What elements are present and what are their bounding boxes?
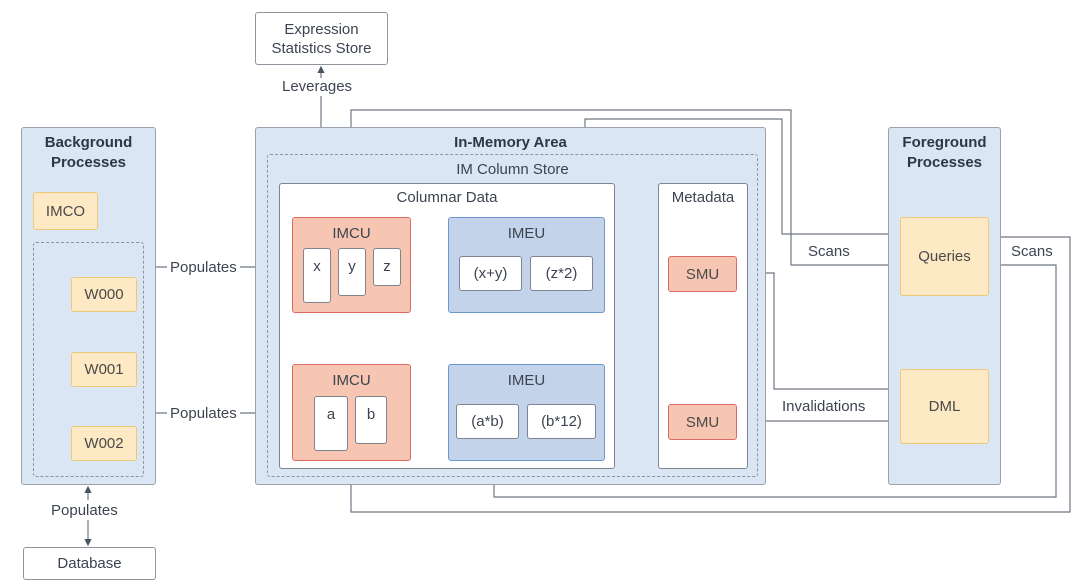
smu-1: SMU bbox=[668, 256, 737, 292]
background-processes-title: Background Processes bbox=[44, 134, 133, 171]
smu-label: SMU bbox=[685, 265, 720, 283]
scans-label-left: Scans bbox=[806, 243, 852, 261]
worker-w002: W002 bbox=[71, 426, 137, 461]
column-x: x bbox=[303, 248, 331, 303]
column-a: a bbox=[314, 396, 348, 451]
foreground-processes-title: Foreground Processes bbox=[902, 134, 987, 171]
worker-label: W000 bbox=[84, 286, 124, 303]
populates-label-1: Populates bbox=[167, 259, 240, 277]
invalidations-line-1 bbox=[766, 272, 902, 390]
smu-label: SMU bbox=[685, 413, 720, 431]
worker-group bbox=[33, 242, 144, 477]
column-y: y bbox=[338, 248, 366, 296]
worker-w001: W001 bbox=[71, 352, 137, 387]
smu-2: SMU bbox=[668, 404, 737, 440]
imcu-1-title: IMCU bbox=[332, 225, 371, 242]
column-b: b bbox=[355, 396, 387, 444]
expression-statistics-store: Expression Statistics Store bbox=[255, 12, 388, 65]
dml-label: DML bbox=[928, 398, 961, 415]
expression-a-times-b: (a*b) bbox=[456, 404, 519, 439]
imcu-2-title: IMCU bbox=[332, 372, 371, 389]
database-label: Database bbox=[57, 555, 122, 572]
expression-statistics-store-label: Expression Statistics Store bbox=[271, 20, 372, 57]
populates-label-db: Populates bbox=[51, 502, 118, 520]
columnar-data-title: Columnar Data bbox=[396, 189, 498, 206]
dml-process: DML bbox=[900, 369, 989, 444]
queries-label: Queries bbox=[918, 248, 971, 265]
expression-z-times-2: (z*2) bbox=[530, 256, 593, 291]
im-column-store-title: IM Column Store bbox=[456, 161, 569, 178]
worker-label: W002 bbox=[84, 435, 124, 452]
column-z: z bbox=[373, 248, 401, 286]
scans-label-right: Scans bbox=[1009, 243, 1055, 261]
queries-process: Queries bbox=[900, 217, 989, 296]
imeu-1-title: IMEU bbox=[507, 225, 546, 242]
imco-label: IMCO bbox=[45, 202, 86, 220]
worker-label: W001 bbox=[84, 361, 124, 378]
leverages-label: Leverages bbox=[282, 78, 353, 96]
in-memory-area-title: In-Memory Area bbox=[454, 134, 567, 151]
metadata-title: Metadata bbox=[671, 189, 735, 206]
imeu-2-title: IMEU bbox=[507, 372, 546, 389]
imco-process: IMCO bbox=[33, 192, 98, 230]
database: Database bbox=[23, 547, 156, 580]
worker-w000: W000 bbox=[71, 277, 137, 312]
invalidations-label: Invalidations bbox=[780, 398, 868, 416]
populates-label-2: Populates bbox=[167, 405, 240, 423]
expression-b-times-12: (b*12) bbox=[527, 404, 596, 439]
expression-x-plus-y: (x+y) bbox=[459, 256, 522, 291]
